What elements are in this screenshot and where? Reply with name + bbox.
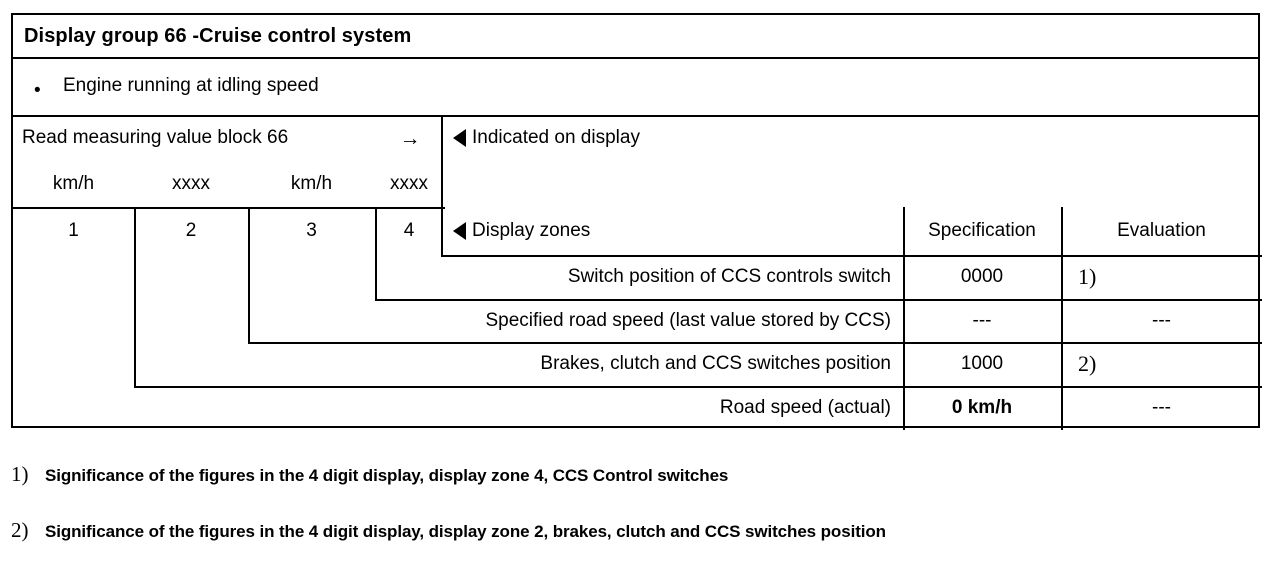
- indicated-on-display-cell: Indicated on display: [453, 115, 1073, 161]
- rule-col-evaluation: [1061, 207, 1063, 430]
- table-row-evaluation: 1): [1078, 264, 1097, 289]
- triangle-left-icon: [453, 222, 466, 240]
- rule-under-units: [11, 207, 445, 209]
- column-header-specification: Specification: [928, 220, 1036, 241]
- rule-col-zone-2: [248, 207, 250, 342]
- indicated-on-display-label: Indicated on display: [472, 127, 640, 148]
- footnote-marker: 1): [11, 462, 29, 486]
- table-title: Display group 66 -Cruise control system: [24, 24, 412, 47]
- rule-under-row-3: [134, 386, 1262, 388]
- zone-number-3: 3: [306, 220, 317, 241]
- table-row-specification: 1000: [960, 353, 1004, 374]
- table-row-specification: 0 km/h: [951, 397, 1013, 418]
- display-zones-cell: Display zones: [453, 207, 893, 255]
- table-row-specification: 0000: [960, 266, 1004, 287]
- unit-zone-3: km/h: [290, 173, 333, 194]
- rule-col-zone-3: [375, 207, 377, 299]
- table-row-evaluation: ---: [1152, 309, 1171, 331]
- display-zones-label: Display zones: [472, 220, 591, 241]
- measuring-value-table: Display group 66 -Cruise control system …: [11, 13, 1262, 430]
- footnote-1: 1) Significance of the figures in the 4 …: [11, 462, 728, 487]
- table-row-evaluation: 2): [1078, 351, 1097, 376]
- rule-right-panel-left: [441, 115, 443, 257]
- zone-number-2: 2: [185, 220, 197, 241]
- rule-col-specification: [903, 207, 905, 430]
- read-block-arrow: →: [399, 126, 421, 150]
- read-block-label: Read measuring value block 66: [22, 127, 289, 148]
- rule-under-title: [11, 57, 1260, 59]
- precondition-text: Engine running at idling speed: [63, 75, 319, 96]
- footnote-text: Significance of the figures in the 4 dig…: [45, 522, 886, 541]
- table-row-label: Switch position of CCS controls switch: [567, 266, 891, 287]
- rule-under-precondition: [11, 115, 1260, 117]
- rule-under-row-2: [248, 342, 1262, 344]
- footnote-2: 2) Significance of the figures in the 4 …: [11, 518, 886, 543]
- unit-zone-4: xxxx: [390, 173, 428, 194]
- precondition-bullet: •: [34, 80, 41, 101]
- table-row-label: Specified road speed (last value stored …: [485, 309, 891, 331]
- rule-col-zone-1: [134, 207, 136, 386]
- rule-under-display-zones: [441, 255, 1262, 257]
- unit-zone-2: xxxx: [172, 173, 210, 194]
- footnote-marker: 2): [11, 518, 29, 542]
- zone-number-4: 4: [403, 220, 415, 241]
- rule-under-row-1: [375, 299, 1262, 301]
- table-row-label: Road speed (actual): [719, 397, 891, 418]
- zone-number-1: 1: [68, 220, 79, 241]
- table-row-evaluation: ---: [1152, 397, 1171, 418]
- table-row-specification: ---: [972, 309, 992, 331]
- table-row-label: Brakes, clutch and CCS switches position: [540, 353, 891, 374]
- unit-zone-1: km/h: [52, 173, 95, 194]
- triangle-left-icon: [453, 129, 466, 147]
- column-header-evaluation: Evaluation: [1117, 220, 1206, 241]
- footnote-text: Significance of the figures in the 4 dig…: [45, 466, 729, 485]
